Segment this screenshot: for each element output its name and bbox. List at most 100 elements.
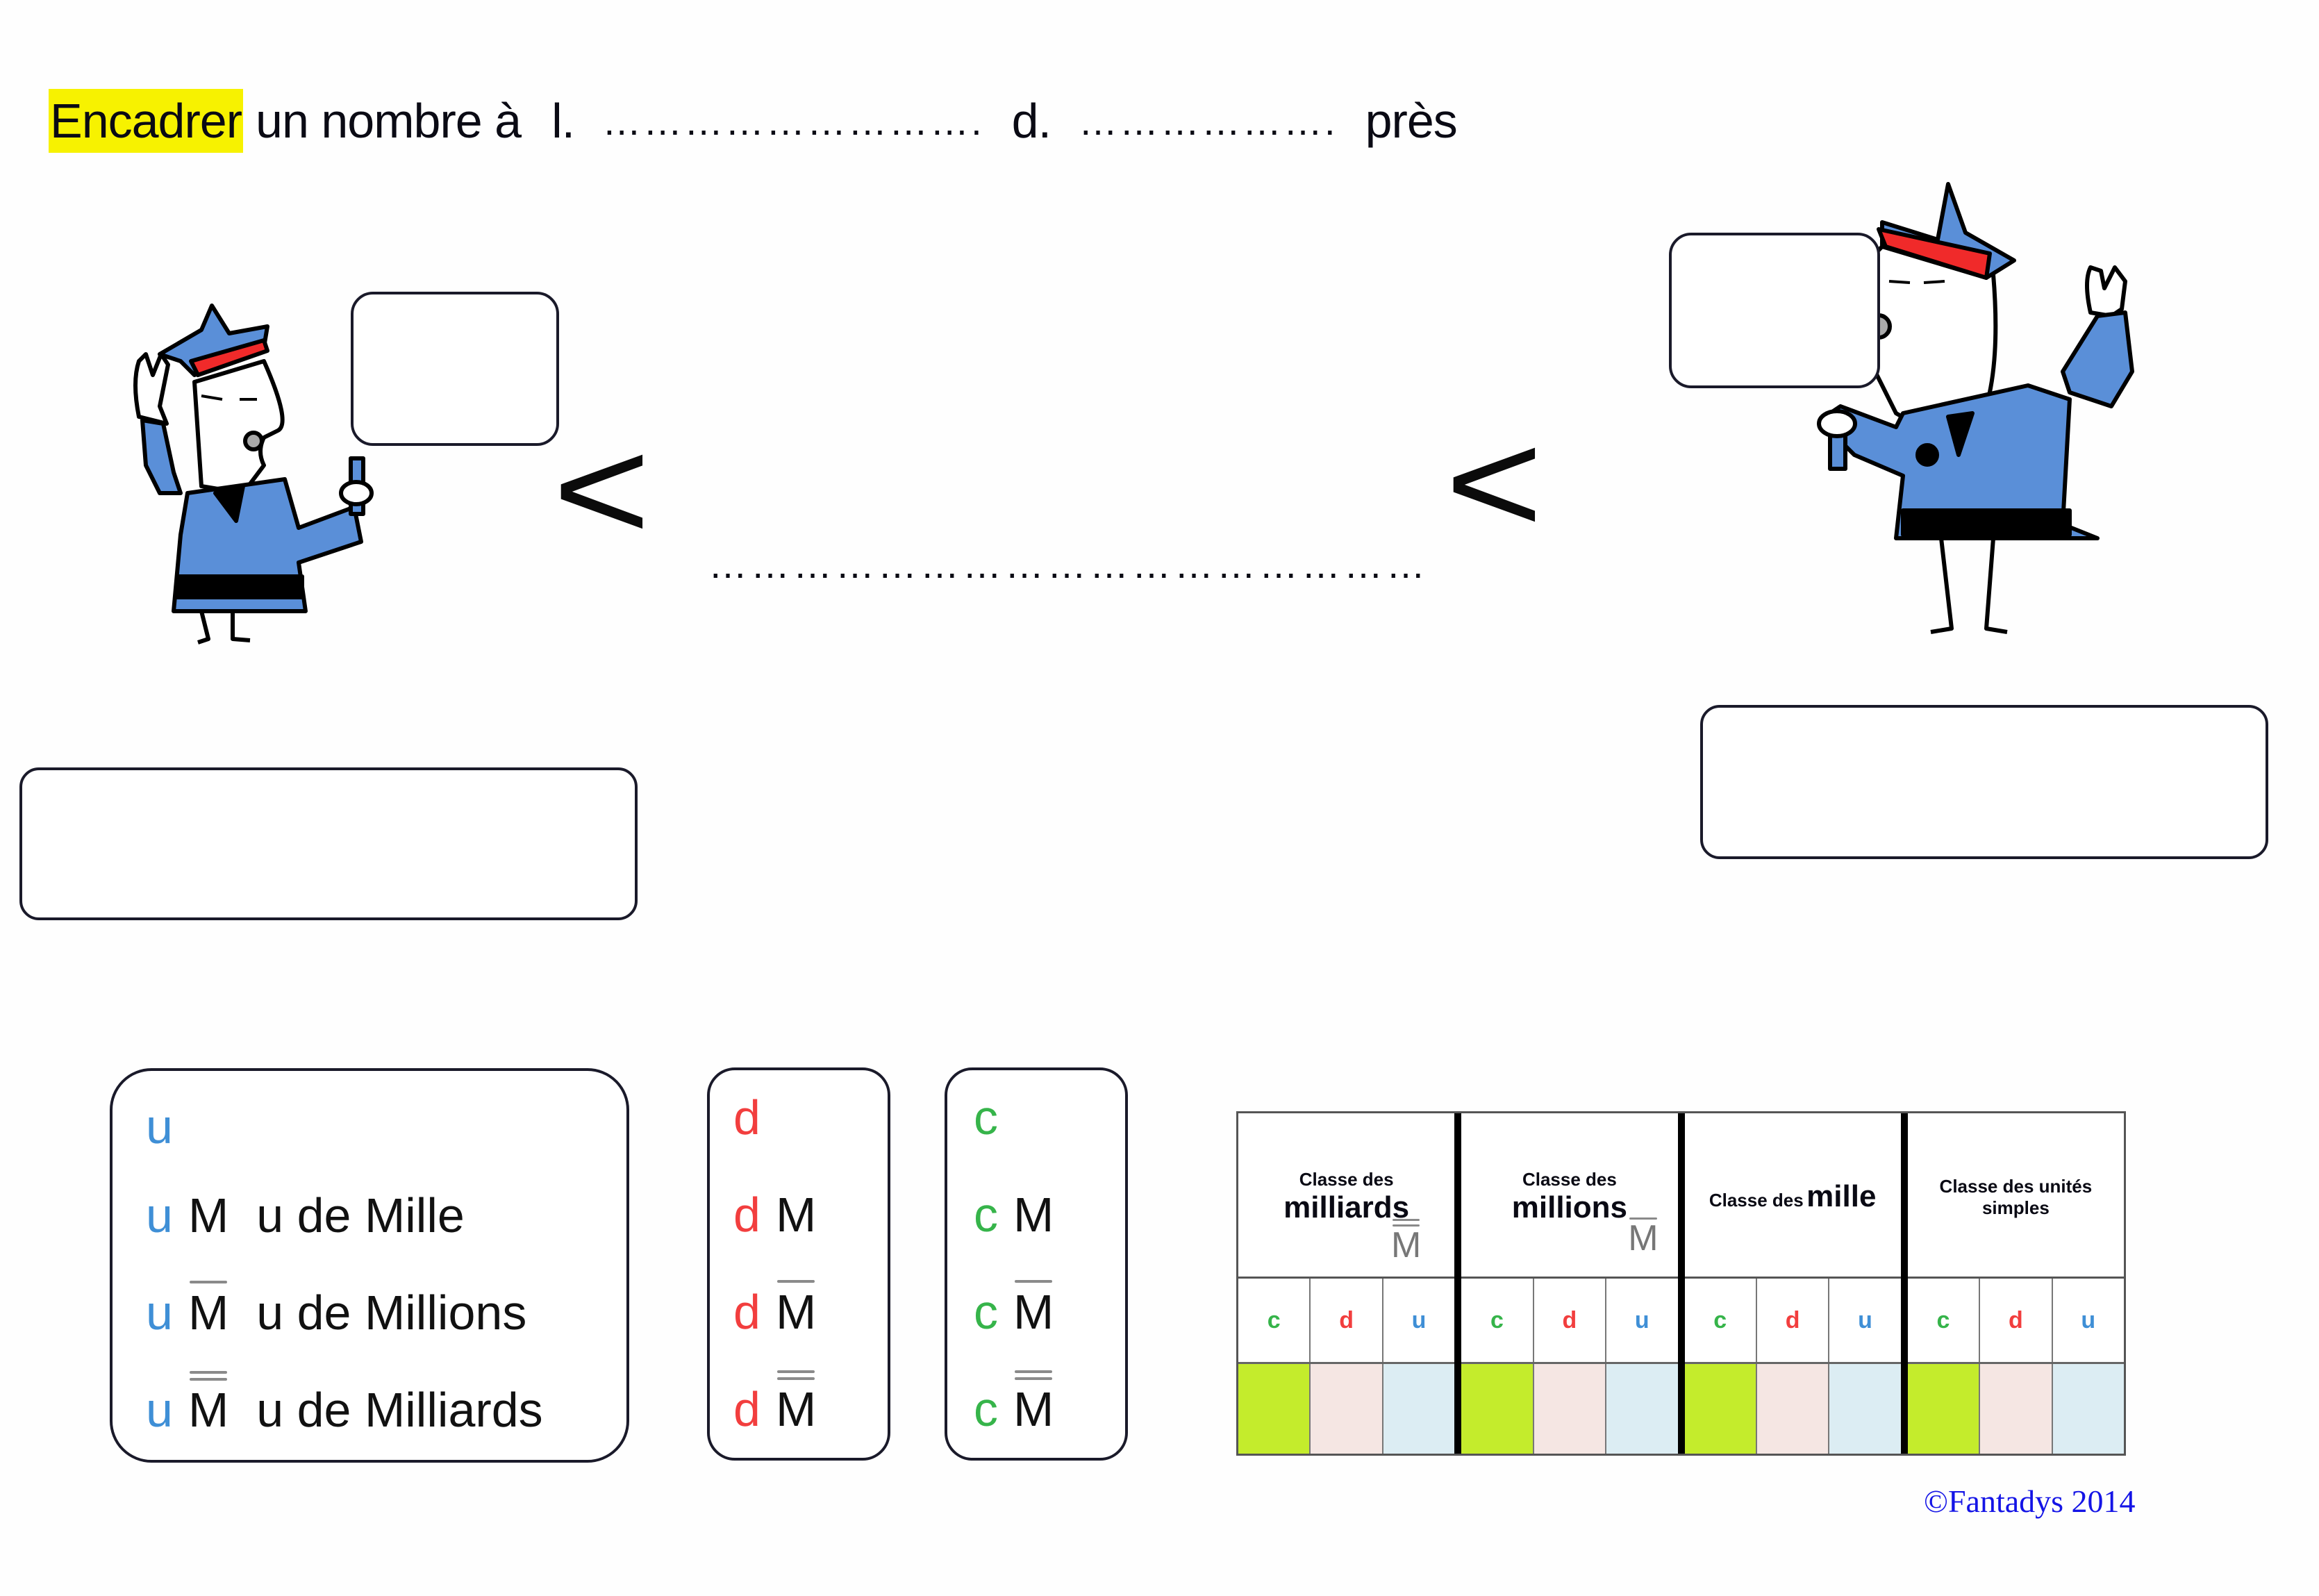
unit-letter: u xyxy=(146,1383,173,1437)
tens-letter: d xyxy=(733,1090,760,1145)
cell-d[interactable] xyxy=(1309,1364,1382,1454)
class-header-big: milliards xyxy=(1283,1190,1410,1224)
col-u: u xyxy=(1828,1279,1900,1362)
legend-row: u M u de Millions xyxy=(146,1281,527,1340)
less-than-left: < xyxy=(552,408,651,571)
digit-cells xyxy=(1907,1364,2125,1454)
class-header-big: mille xyxy=(1806,1179,1877,1213)
million-symbol: M xyxy=(776,1280,816,1340)
title-blank-1[interactable]: ………………………. xyxy=(602,99,984,143)
class-header-small: Classe des unités xyxy=(1939,1176,2093,1197)
class-header: Classe des unités simples xyxy=(1907,1113,2124,1279)
right-answer-box[interactable] xyxy=(1700,705,2268,859)
unit-letter: u xyxy=(146,1286,173,1340)
digit-cells xyxy=(1461,1364,1678,1454)
class-header: Classe des millions M xyxy=(1461,1113,1678,1279)
cell-u[interactable] xyxy=(1828,1364,1901,1454)
units-legend-box: u u M u de Mille u M u de Millions u M u… xyxy=(110,1068,629,1463)
cell-c[interactable] xyxy=(1907,1364,1979,1454)
title-l-label: l. xyxy=(551,94,575,148)
class-header-small: Classe des xyxy=(1299,1169,1394,1190)
col-u: u xyxy=(1381,1279,1454,1362)
legend-row: u M u de Mille xyxy=(146,1188,465,1243)
unit-letter: u xyxy=(146,1099,173,1154)
hundreds-letter: c xyxy=(974,1382,998,1436)
column-letters: c d u xyxy=(1461,1279,1678,1364)
cell-c[interactable] xyxy=(1461,1364,1533,1454)
copyright-notice: ©Fantadys 2014 xyxy=(1924,1483,2136,1519)
class-header-small-2: simples xyxy=(1981,1197,2050,1218)
col-d: d xyxy=(1532,1279,1605,1362)
title-highlight: Encadrer xyxy=(49,89,244,153)
legend-row: c xyxy=(974,1090,998,1145)
mille-symbol: M xyxy=(1013,1188,1054,1242)
policeman-left-icon xyxy=(133,304,374,645)
column-letters: c d u xyxy=(1238,1279,1455,1364)
class-header-big: millions xyxy=(1511,1190,1627,1224)
col-c: c xyxy=(1267,1306,1281,1333)
hundreds-letter: c xyxy=(974,1285,998,1339)
column-letters: c d u xyxy=(1907,1279,2124,1364)
worksheet-title: Encadrer un nombre à l. ………………………. d. ……… xyxy=(49,89,1458,153)
digit-cells xyxy=(1238,1364,1455,1454)
digit-cells xyxy=(1684,1364,1901,1454)
col-u: u xyxy=(1605,1279,1677,1362)
cell-d[interactable] xyxy=(1532,1364,1606,1454)
milliard-symbol: M xyxy=(1013,1370,1054,1437)
tens-letter: d xyxy=(733,1382,760,1436)
legend-row: u xyxy=(146,1099,173,1154)
left-sign-board[interactable] xyxy=(351,292,559,446)
less-than-right: < xyxy=(1445,401,1543,564)
col-d: d xyxy=(1309,1279,1381,1362)
million-mark: M xyxy=(1628,1217,1659,1258)
mille-symbol: M xyxy=(188,1188,229,1242)
col-c: c xyxy=(1713,1306,1727,1333)
million-symbol: M xyxy=(188,1281,228,1340)
milliard-mark: M xyxy=(1391,1219,1421,1266)
cell-u[interactable] xyxy=(1381,1364,1455,1454)
class-header-small: Classe des xyxy=(1522,1169,1617,1190)
cell-d[interactable] xyxy=(1755,1364,1829,1454)
milliard-symbol: M xyxy=(188,1371,228,1438)
cell-d[interactable] xyxy=(1979,1364,2052,1454)
middle-number-blank[interactable]: …………………………………………… xyxy=(708,542,1429,586)
cell-c[interactable] xyxy=(1238,1364,1310,1454)
legend-description: u de Mille xyxy=(256,1188,465,1242)
legend-description: u de Millions xyxy=(256,1286,527,1340)
tens-letter: d xyxy=(733,1188,760,1242)
cell-u[interactable] xyxy=(1605,1364,1678,1454)
milliard-symbol: M xyxy=(776,1370,816,1437)
right-sign-board[interactable] xyxy=(1669,233,1880,388)
legend-row: u M u de Milliards xyxy=(146,1371,543,1438)
column-letters: c d u xyxy=(1684,1279,1901,1364)
class-header-small: Classe des xyxy=(1709,1190,1804,1211)
legend-row: d xyxy=(733,1090,760,1145)
col-d: d xyxy=(1755,1279,1828,1362)
left-answer-box[interactable] xyxy=(19,767,638,920)
hundreds-letter: c xyxy=(974,1188,998,1242)
unit-letter: u xyxy=(146,1188,173,1242)
mille-symbol: M xyxy=(775,1188,817,1242)
class-header: Classe des mille xyxy=(1684,1113,1901,1279)
col-c: c xyxy=(1936,1306,1950,1333)
cell-c[interactable] xyxy=(1684,1364,1756,1454)
legend-description: u de Milliards xyxy=(256,1383,543,1437)
title-text: un nombre à xyxy=(256,94,522,148)
million-symbol: M xyxy=(1013,1280,1054,1340)
class-header: Classe des milliards M xyxy=(1238,1113,1455,1279)
title-blank-2[interactable]: ………………. xyxy=(1079,99,1338,143)
col-c: c xyxy=(1490,1306,1504,1333)
class-mille: Classe des mille c d u xyxy=(1677,1113,1901,1454)
title-d-label: d. xyxy=(1011,94,1052,148)
class-millions: Classe des millions M c d u xyxy=(1454,1113,1678,1454)
hundreds-letter: c xyxy=(974,1090,998,1145)
cell-u[interactable] xyxy=(2051,1364,2125,1454)
